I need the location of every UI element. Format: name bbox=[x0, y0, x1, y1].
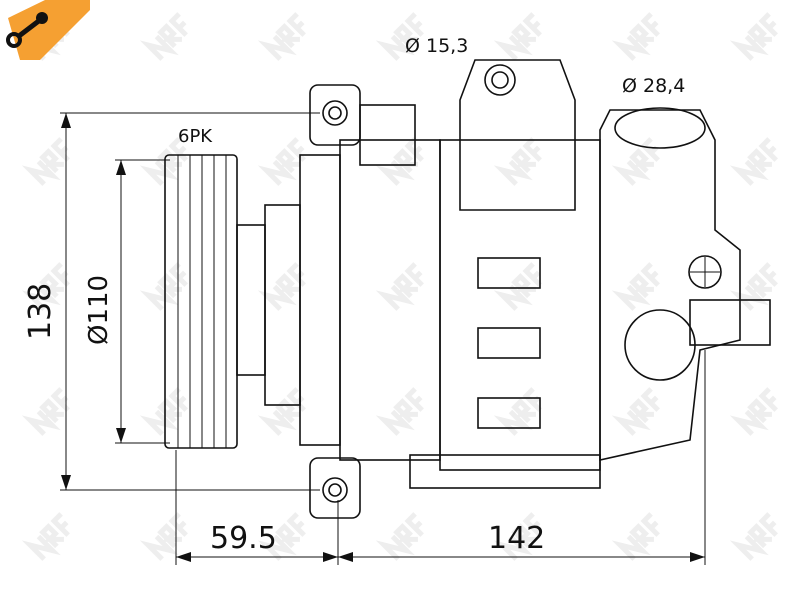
pulley-diameter-dimension: Ø110 bbox=[84, 159, 170, 444]
watermark-tile bbox=[375, 387, 424, 436]
watermark-tile bbox=[493, 12, 542, 61]
watermark-tile bbox=[729, 512, 778, 561]
watermark-tile bbox=[21, 387, 70, 436]
belt-profile-label: 6PK bbox=[178, 126, 213, 147]
watermark-tile bbox=[611, 137, 660, 186]
pulley-diameter-label: Ø110 bbox=[84, 275, 114, 345]
watermark-tile bbox=[493, 387, 542, 436]
watermark-tile bbox=[611, 387, 660, 436]
watermark-tile bbox=[139, 512, 188, 561]
watermark-tile bbox=[611, 12, 660, 61]
suction-port-label: Ø 15,3 bbox=[405, 35, 468, 57]
watermark-tile bbox=[375, 262, 424, 311]
watermark-tile bbox=[493, 262, 542, 311]
watermark-pattern bbox=[21, 12, 778, 561]
watermark-tile bbox=[729, 262, 778, 311]
easyfit-logo bbox=[6, 0, 90, 60]
pulley bbox=[164, 154, 341, 449]
pulley-offset-label: 59.5 bbox=[210, 521, 277, 556]
height-label: 138 bbox=[23, 283, 58, 340]
watermark-tile bbox=[375, 512, 424, 561]
discharge-port-label: Ø 28,4 bbox=[622, 75, 685, 97]
watermark-tile bbox=[139, 387, 188, 436]
watermark-tile bbox=[375, 12, 424, 61]
watermark-tile bbox=[375, 137, 424, 186]
watermark-tile bbox=[611, 512, 660, 561]
body-length-label: 142 bbox=[488, 521, 545, 556]
watermark-tile bbox=[493, 512, 542, 561]
watermark-tile bbox=[729, 387, 778, 436]
watermark-tile bbox=[21, 512, 70, 561]
length-dimensions: 59.5 142 bbox=[175, 350, 706, 565]
watermark-tile bbox=[611, 262, 660, 311]
watermark-tile bbox=[139, 12, 188, 61]
watermark-tile bbox=[257, 512, 306, 561]
watermark-tile bbox=[493, 137, 542, 186]
watermark-tile bbox=[729, 12, 778, 61]
watermark-tile bbox=[139, 262, 188, 311]
compressor-body bbox=[309, 59, 771, 519]
watermark-tile bbox=[21, 137, 70, 186]
watermark-tile bbox=[257, 262, 306, 311]
watermark-tile bbox=[257, 387, 306, 436]
height-dimension: 138 bbox=[23, 112, 320, 491]
watermark-tile bbox=[21, 262, 70, 311]
watermark-tile bbox=[729, 137, 778, 186]
watermark-tile bbox=[257, 137, 306, 186]
watermark-tile bbox=[257, 12, 306, 61]
